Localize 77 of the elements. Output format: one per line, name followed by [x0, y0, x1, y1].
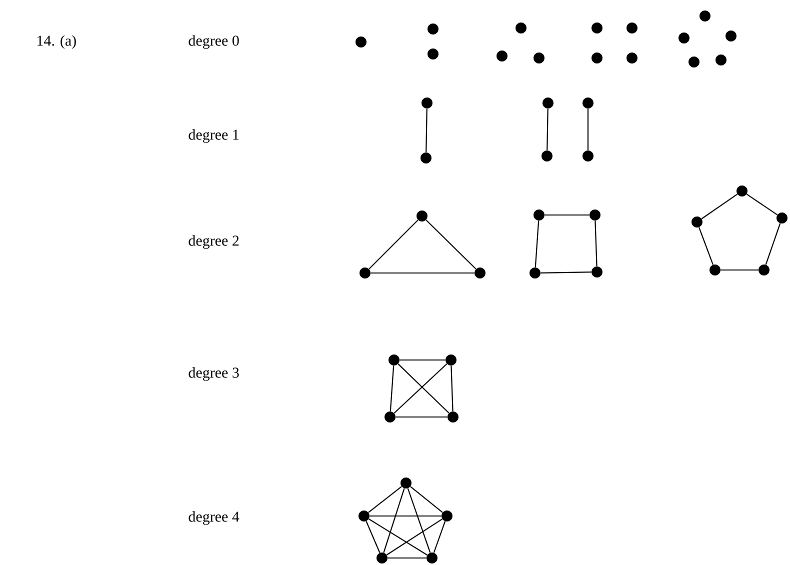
row-label: degree 3 — [188, 367, 239, 381]
vertex-dot — [534, 52, 544, 64]
vertex-dot — [388, 354, 400, 366]
vertex-dot — [384, 412, 396, 422]
vertex-dot — [416, 210, 428, 222]
vertex-dot — [356, 36, 366, 48]
graph-edge — [396, 416, 448, 418]
graph-edge — [720, 269, 758, 271]
vertex-dot — [758, 264, 770, 276]
row-label: degree 2 — [188, 235, 239, 249]
row-label: degree 0 — [188, 35, 239, 49]
graph-edge — [407, 488, 431, 553]
graph-edge — [400, 359, 446, 361]
vertex-dot — [542, 150, 552, 162]
vertex-dot — [530, 268, 540, 278]
vertex-dot — [710, 264, 720, 276]
vertex-dot — [496, 50, 508, 62]
graph-edge — [701, 194, 738, 220]
graph-edge — [390, 366, 394, 412]
vertex-dot — [716, 54, 726, 66]
vertex-dot — [542, 98, 554, 108]
vertex-dot — [776, 212, 788, 224]
vertex-dot — [678, 32, 690, 44]
vertex-dot — [376, 552, 388, 564]
row-label: degree 1 — [188, 129, 239, 143]
vertex-dot — [420, 152, 432, 164]
vertex-dot — [582, 98, 594, 108]
graph-edge — [368, 220, 418, 270]
vertex-dot — [442, 510, 452, 522]
vertex-dot — [446, 354, 456, 366]
vertex-dot — [422, 98, 432, 108]
graph-edge — [546, 108, 548, 150]
vertex-dot — [360, 268, 370, 278]
vertex-dot — [590, 210, 600, 220]
graph-edge — [450, 366, 454, 412]
vertex-dot — [358, 510, 370, 522]
graph-edge — [370, 515, 442, 517]
graph-edge — [433, 521, 446, 553]
graph-edge — [383, 488, 405, 553]
vertex-dot — [700, 10, 710, 22]
vertex-dot — [400, 478, 412, 488]
vertex-dot — [428, 48, 438, 60]
vertex-dot — [474, 268, 486, 278]
graph-edge — [594, 220, 598, 266]
graph-edge — [386, 518, 443, 556]
vertex-dot — [626, 52, 638, 64]
graph-edge — [366, 521, 380, 553]
graph-edge — [698, 227, 714, 265]
graph-edge — [368, 486, 402, 513]
graph-edge — [587, 108, 589, 150]
graph-edge — [746, 194, 778, 216]
graph-edge — [534, 220, 540, 268]
vertex-dot — [516, 22, 526, 34]
vertex-dot — [626, 22, 638, 34]
graph-edge — [370, 272, 474, 274]
vertex-dot — [692, 216, 702, 228]
vertex-dot — [426, 552, 438, 564]
vertex-dot — [428, 24, 438, 34]
vertex-dot — [582, 150, 594, 162]
vertex-dot — [592, 266, 602, 278]
vertex-dot — [448, 412, 458, 422]
graph-edge — [544, 214, 590, 216]
vertex-dot — [736, 186, 748, 196]
vertex-dot — [592, 52, 602, 64]
row-label: degree 4 — [188, 511, 240, 525]
graph-edge — [388, 557, 426, 559]
graph-edge — [368, 518, 428, 556]
vertex-dot — [534, 210, 544, 220]
vertex-dot — [592, 22, 602, 34]
graph-edge — [426, 220, 476, 270]
vertex-dot — [726, 30, 736, 42]
graph-edge — [540, 272, 592, 274]
graph-edge — [426, 108, 428, 152]
row-label: 14. (a) — [38, 35, 76, 49]
graph-edge — [410, 486, 443, 513]
vertex-dot — [688, 56, 700, 68]
graph-edge — [765, 223, 781, 265]
